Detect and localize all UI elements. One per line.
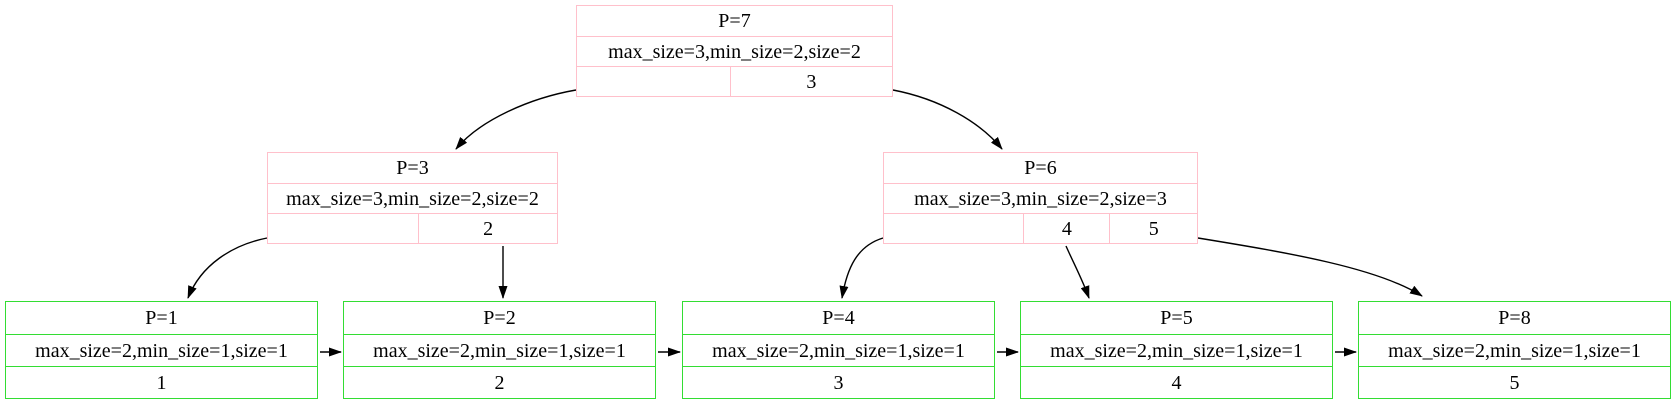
node-p6: P=6 max_size=3,min_size=2,size=3 4 5 — [883, 152, 1198, 244]
node-attrs: max_size=2,min_size=1,size=1 — [344, 334, 655, 366]
node-cells: 4 5 — [884, 213, 1197, 243]
node-title: P=2 — [483, 307, 516, 329]
value-cell: 5 — [1509, 372, 1520, 394]
node-p1: P=1 max_size=2,min_size=1,size=1 1 — [5, 301, 318, 399]
node-attrs: max_size=2,min_size=1,size=1 — [1021, 334, 1332, 366]
node-p2: P=2 max_size=2,min_size=1,size=1 2 — [343, 301, 656, 399]
pointer-cell — [268, 214, 418, 243]
node-attrs: max_size=2,min_size=1,size=1 — [683, 334, 994, 366]
edge-p6-p4 — [839, 237, 884, 299]
node-cells: 5 — [1359, 366, 1670, 398]
value-cell: 1 — [156, 372, 167, 394]
edge-p3-p1 — [187, 237, 268, 299]
edge-p7-p6 — [892, 89, 1003, 150]
node-attrs: max_size=3,min_size=2,size=2 — [577, 36, 892, 66]
key-cell: 4 — [1023, 214, 1109, 243]
value-cell: 2 — [494, 372, 505, 394]
node-attrs: max_size=3,min_size=2,size=2 — [268, 183, 557, 213]
edge-p6-p5 — [1065, 245, 1090, 299]
edge-p6-p8 — [1197, 237, 1423, 297]
key-cell: 5 — [1109, 214, 1197, 243]
edge-p7-p3 — [455, 89, 577, 150]
pointer-cell — [577, 67, 730, 96]
pointer-cell — [884, 214, 1023, 243]
node-cells: 2 — [268, 213, 557, 243]
node-p5: P=5 max_size=2,min_size=1,size=1 4 — [1020, 301, 1333, 399]
node-title: P=6 — [1024, 157, 1057, 179]
value-cell: 4 — [1171, 372, 1182, 394]
key-cell: 3 — [729, 67, 892, 96]
node-cells: 3 — [577, 66, 892, 96]
node-cells: 1 — [6, 366, 317, 398]
value-cell: 3 — [833, 372, 844, 394]
node-p3: P=3 max_size=3,min_size=2,size=2 2 — [267, 152, 558, 244]
node-p8: P=8 max_size=2,min_size=1,size=1 5 — [1358, 301, 1671, 399]
node-p4: P=4 max_size=2,min_size=1,size=1 3 — [682, 301, 995, 399]
node-title: P=4 — [822, 307, 855, 329]
node-attrs: max_size=2,min_size=1,size=1 — [6, 334, 317, 366]
node-title: P=7 — [718, 10, 751, 32]
node-cells: 4 — [1021, 366, 1332, 398]
node-title: P=1 — [145, 307, 178, 329]
node-attrs: max_size=2,min_size=1,size=1 — [1359, 334, 1670, 366]
node-attrs: max_size=3,min_size=2,size=3 — [884, 183, 1197, 213]
node-title: P=8 — [1498, 307, 1531, 329]
node-cells: 3 — [683, 366, 994, 398]
node-cells: 2 — [344, 366, 655, 398]
node-title: P=3 — [396, 157, 429, 179]
node-p7: P=7 max_size=3,min_size=2,size=2 3 — [576, 5, 893, 97]
node-title: P=5 — [1160, 307, 1193, 329]
key-cell: 2 — [418, 214, 557, 243]
